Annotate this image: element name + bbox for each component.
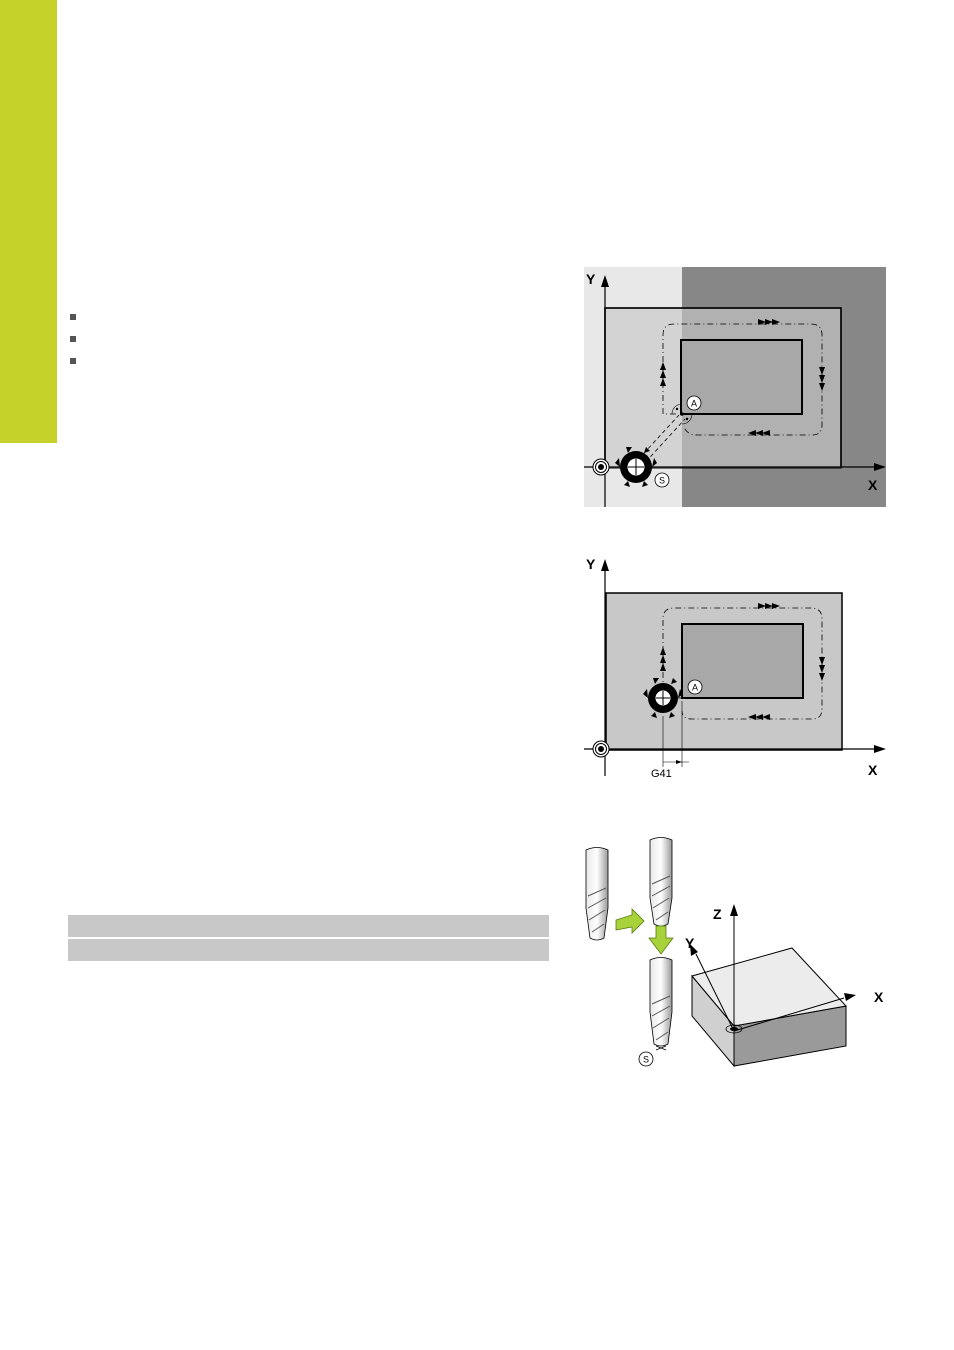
y-axis-label: Y [685, 935, 695, 951]
chapter-side-tab [0, 0, 57, 443]
point-s-label: S [659, 476, 665, 486]
bullet-square-icon [70, 314, 76, 320]
milling-cutter-icon [615, 447, 657, 487]
x-axis-label: X [874, 989, 884, 1005]
bullet-list [70, 306, 86, 372]
table-row [68, 939, 549, 961]
bullet-item [70, 306, 86, 328]
info-table [68, 915, 549, 963]
bullet-item [70, 328, 86, 350]
bullet-square-icon [70, 358, 76, 364]
offset-label: G41 [651, 768, 672, 780]
bullet-item [70, 350, 86, 372]
point-a-label: A [692, 683, 698, 693]
z-axis-label: Z [713, 906, 722, 922]
end-mill-icon [585, 847, 609, 941]
end-mill-icon [649, 957, 673, 1047]
figure-radius-compensation: A G41 Y X [584, 551, 886, 781]
bullet-square-icon [70, 336, 76, 342]
figure-tool-positioning: S Z Y X [584, 836, 886, 1076]
x-axis-label: X [868, 762, 878, 778]
y-axis-label: Y [586, 271, 596, 287]
point-s-label: S [643, 1055, 649, 1065]
milling-cutter-icon [643, 678, 683, 718]
figure-approach-path: A S Y X [584, 267, 886, 507]
x-axis-label: X [868, 477, 878, 493]
arrow-down-icon [648, 925, 674, 955]
table-row [68, 915, 549, 937]
y-axis-label: Y [586, 556, 596, 572]
end-mill-icon [649, 837, 673, 927]
point-a-label: A [691, 399, 697, 409]
arrow-right-icon [615, 908, 645, 934]
